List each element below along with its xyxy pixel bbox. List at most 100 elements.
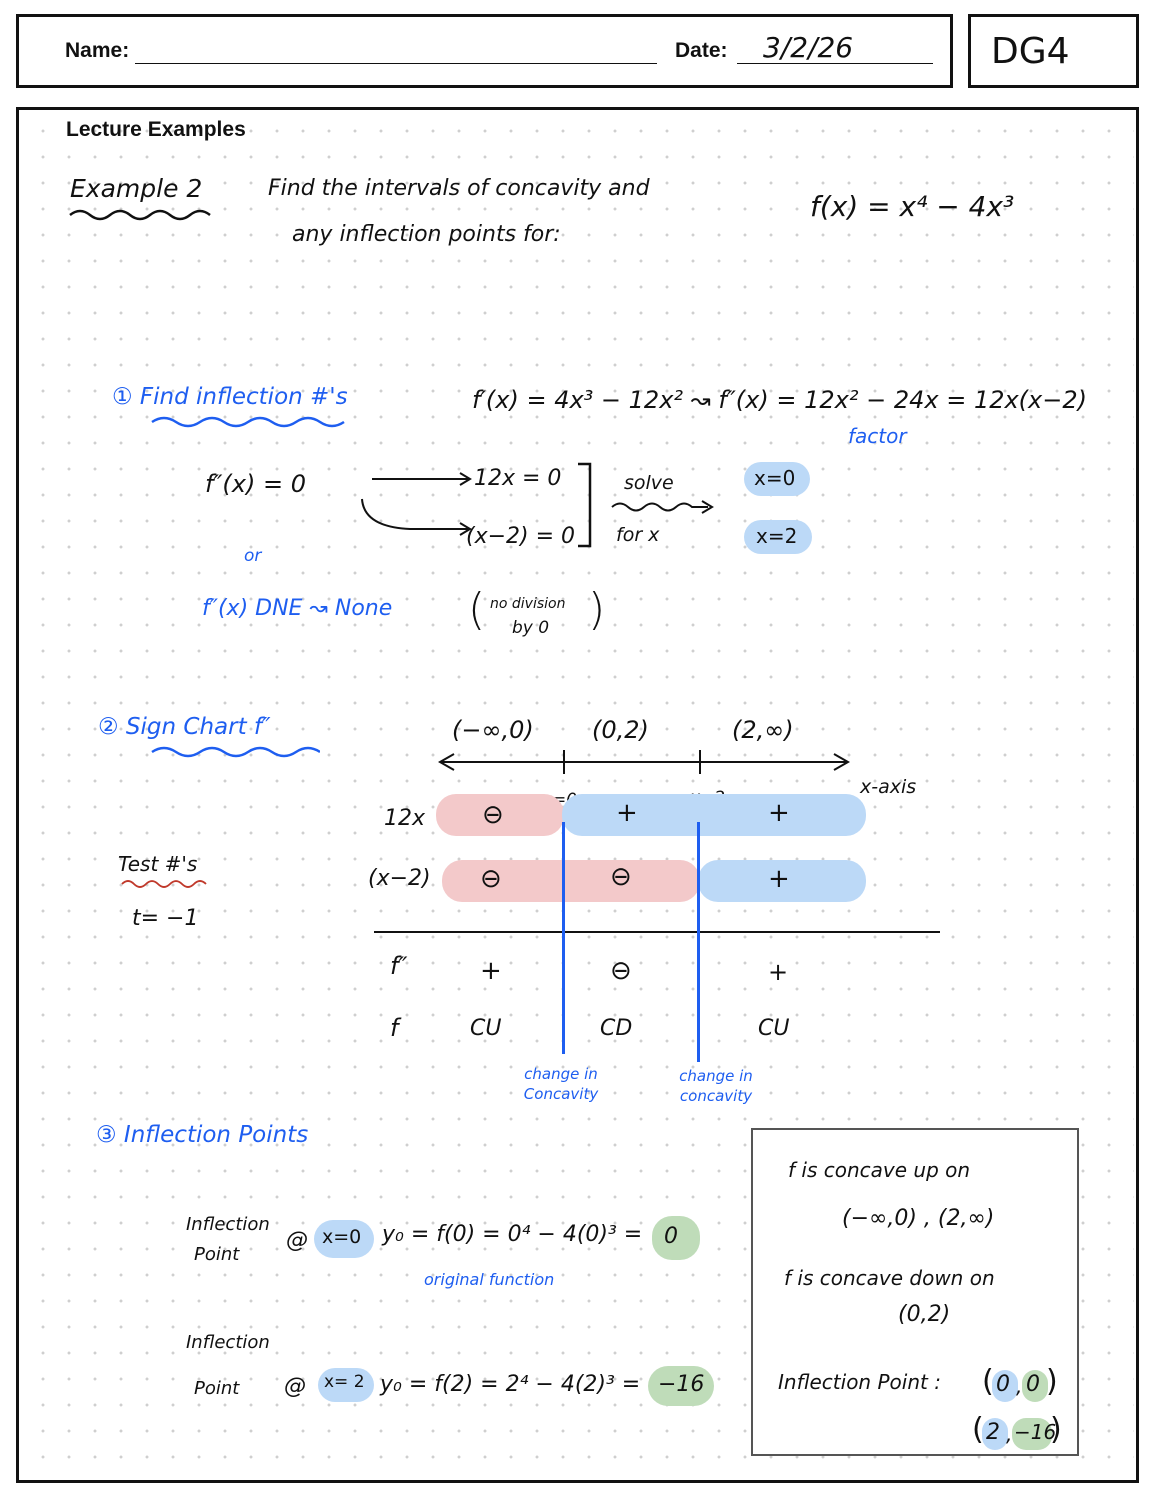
summary-ip-label: Inflection Point : <box>778 1370 941 1394</box>
summary-down-text: f is concave down on <box>784 1266 995 1290</box>
ip1-result-highlight <box>652 1216 700 1260</box>
row2-pos-highlight <box>698 860 866 902</box>
ip1-at: @ <box>286 1228 308 1253</box>
ip2-result: −16 <box>658 1372 705 1397</box>
branch-arrows <box>361 472 472 536</box>
number-line <box>437 750 851 774</box>
result-label-f: f <box>390 1014 399 1042</box>
row-label-x-minus-2: (x−2) <box>368 866 431 891</box>
row1-neg-highlight <box>436 794 564 836</box>
condition-zero: f″(x) = 0 <box>205 470 306 498</box>
row2-neg-highlight <box>442 860 700 902</box>
equation-x-minus-2: (x−2) = 0 <box>466 524 576 549</box>
test-label: Test #'s <box>118 852 198 876</box>
summary-ip2-x: 2 <box>986 1420 1000 1445</box>
step3-title: ③ Inflection Points <box>96 1122 309 1148</box>
f-value-2: CD <box>600 1016 633 1041</box>
step2-underline <box>151 746 320 758</box>
boundary-line-x2 <box>697 822 700 1062</box>
ip2-x: x= 2 <box>324 1372 365 1392</box>
function-definition: f(x) = x⁴ − 4x³ <box>810 190 1015 223</box>
factor-note: factor <box>848 424 907 448</box>
summary-ip2-x-highlight <box>982 1418 1008 1450</box>
result-label-fpp: f″ <box>390 952 408 980</box>
original-function-note: original function <box>424 1270 555 1289</box>
row1-sign-3: + <box>768 798 790 828</box>
summary-ip1-y: 0 <box>1026 1372 1040 1397</box>
solution-x0-highlight <box>744 462 810 496</box>
date-label: Date: <box>675 39 728 62</box>
summary-box <box>751 1128 1079 1456</box>
example-label: Example 2 <box>70 174 203 203</box>
date-value: 3/2/26 <box>763 31 854 64</box>
prompt-line-1: Find the intervals of concavity and <box>268 176 650 201</box>
ip2-result-highlight <box>648 1366 714 1406</box>
ip1-word-2: Point <box>194 1244 240 1265</box>
ip2-paren-open: ( <box>972 1412 984 1447</box>
ip1-word-1: Inflection <box>186 1214 270 1235</box>
ip1-result: 0 <box>664 1224 678 1249</box>
summary-down-interval: (0,2) <box>898 1302 951 1327</box>
summary-ip2-comma: , <box>1006 1422 1013 1446</box>
name-date-box: Name: Date: 3/2/26 <box>16 14 953 88</box>
derivatives: f′(x) = 4x³ − 12x² ↝ f″(x) = 12x² − 24x … <box>472 386 1087 414</box>
step1-title: ① Find inflection #'s <box>112 384 348 410</box>
summary-ip1-x: 0 <box>996 1372 1010 1397</box>
solve-arrow <box>611 500 714 514</box>
ip2-at: @ <box>284 1374 306 1399</box>
dne-note-line-1: no division <box>490 596 566 612</box>
summary-ip1-x-highlight <box>992 1370 1018 1402</box>
ip2-equation: y₀ = f(2) = 2⁴ − 4(2)³ = <box>380 1372 641 1397</box>
row1-sign-1: ⊖ <box>482 800 504 830</box>
name-line <box>135 63 657 64</box>
solution-x2-highlight <box>744 520 812 554</box>
test-value: t= −1 <box>132 906 199 931</box>
ip1-equation: y₀ = f(0) = 0⁴ − 4(0)³ = <box>382 1222 643 1247</box>
interval-1: (−∞,0) <box>452 716 534 744</box>
summary-ip2-y: −16 <box>1014 1420 1057 1444</box>
ip1-x: x=0 <box>322 1226 362 1248</box>
sign-chart-divider <box>374 931 940 933</box>
fpp-value-3: + <box>768 958 789 986</box>
example-underline <box>69 209 211 221</box>
solution-x2: x=2 <box>756 524 798 548</box>
ip2-word-2: Point <box>194 1378 240 1399</box>
summary-ip1-comma: , <box>1016 1374 1023 1398</box>
condition-dne: f″(x) DNE ↝ None <box>202 596 393 621</box>
change-note-1: change in Concavity <box>523 1065 599 1103</box>
f-value-3: CU <box>758 1016 790 1041</box>
bracket <box>578 462 592 548</box>
dne-paren-left: ( <box>468 584 486 635</box>
ip2-paren-close: ) <box>1050 1412 1062 1447</box>
ip1-x-highlight <box>314 1220 374 1258</box>
solution-x0: x=0 <box>754 466 796 490</box>
dne-note-line-2: by 0 <box>512 618 550 638</box>
row-label-12x: 12x <box>384 806 426 831</box>
name-label: Name: <box>65 39 130 62</box>
ip1-paren-close: ) <box>1046 1364 1058 1399</box>
row2-sign-1: ⊖ <box>480 864 502 894</box>
step2-title: ② Sign Chart f″ <box>98 714 271 740</box>
solve-label: solve <box>624 472 674 494</box>
equation-12x: 12x = 0 <box>474 466 562 491</box>
dne-paren-right: ) <box>588 584 606 635</box>
change-note-2: change in concavity <box>679 1067 753 1105</box>
fpp-value-1: + <box>480 956 502 986</box>
axis-label: x-axis <box>860 776 917 798</box>
ip2-x-highlight <box>318 1368 374 1402</box>
step1-underline <box>151 416 345 428</box>
row2-sign-3: + <box>768 864 790 894</box>
summary-ip2-y-highlight <box>1012 1418 1052 1450</box>
summary-up-text: f is concave up on <box>788 1158 971 1182</box>
row1-sign-2: + <box>616 798 638 828</box>
row1-pos-highlight <box>562 794 866 836</box>
code-value: DG4 <box>991 31 1070 72</box>
interval-2: (0,2) <box>592 716 649 744</box>
ip1-paren-open: ( <box>982 1364 994 1399</box>
interval-3: (2,∞) <box>732 716 794 744</box>
summary-ip1-y-highlight <box>1022 1370 1048 1402</box>
ip2-word-1: Inflection <box>186 1332 270 1353</box>
date-line <box>737 63 933 64</box>
prompt-line-2: any inflection points for: <box>292 222 561 247</box>
section-title: Lecture Examples <box>66 118 246 141</box>
